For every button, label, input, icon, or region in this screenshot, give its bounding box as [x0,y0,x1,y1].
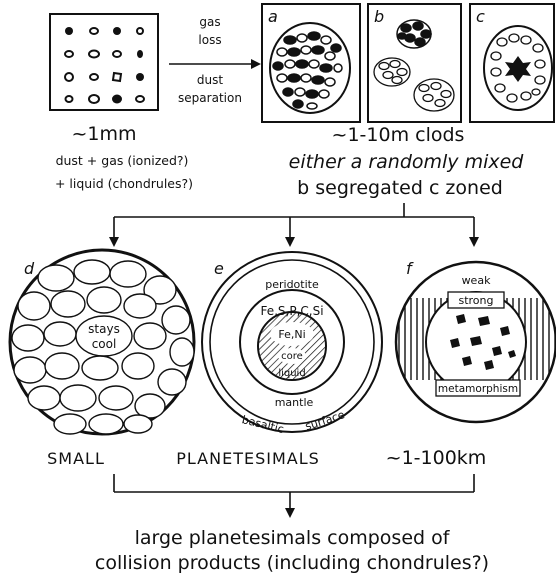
d-stays-cool-1: stays [88,322,120,336]
size-range: ~1-100km [386,447,487,469]
e-liquid: liquid [278,368,305,379]
panel-b-label: b [374,7,384,26]
d-stays-cool-2: cool [92,337,117,351]
e-peridotite: peridotite [265,278,319,291]
bottom-bracket [114,474,474,510]
clods-size: ~1-10m clods [332,124,465,146]
left-box-size: ~1mm [71,123,136,145]
e-basaltic: basaltic [241,413,286,436]
f-label: f [406,259,414,278]
arrow-label-loss: loss [198,33,221,47]
f-strong: strong [458,294,493,307]
branch-connector [114,203,474,238]
branch-arrowheads [109,237,479,247]
f-metamorphism: metamorphism [438,383,518,395]
left-caption-line2: + liquid (chondrules?) [55,176,193,191]
arrow-label-dust: dust [197,73,223,87]
panel-c-label: c [476,7,485,26]
bottom-line1: large planetesimals composed of [135,527,451,549]
e-fespcs: Fe,S,P,C,Si [260,304,323,318]
e-label: e [214,259,224,278]
e-core: core [281,351,303,362]
dust-gas-box [50,14,158,110]
f-weak: weak [462,274,492,287]
e-mantle: mantle [275,396,314,409]
bottom-arrowhead [285,508,295,518]
left-caption-line1: dust + gas (ionized?) [56,153,189,168]
gas-loss-arrow [169,59,261,69]
e-surface: surface [304,408,347,433]
planetesimals-word: PLANETESIMALS [176,449,320,468]
segregated-line: b segregated c zoned [297,177,503,199]
small-word: SMALL [47,449,105,468]
either-line: either a randomly mixed [289,151,525,173]
bottom-line2: collision products (including chondrules… [95,552,489,574]
d-label: d [24,259,35,278]
arrow-label-gas: gas [199,15,220,29]
arrow-label-separation: separation [178,91,242,105]
e-feni: Fe,Ni [278,328,305,341]
panel-a-label: a [268,7,278,26]
